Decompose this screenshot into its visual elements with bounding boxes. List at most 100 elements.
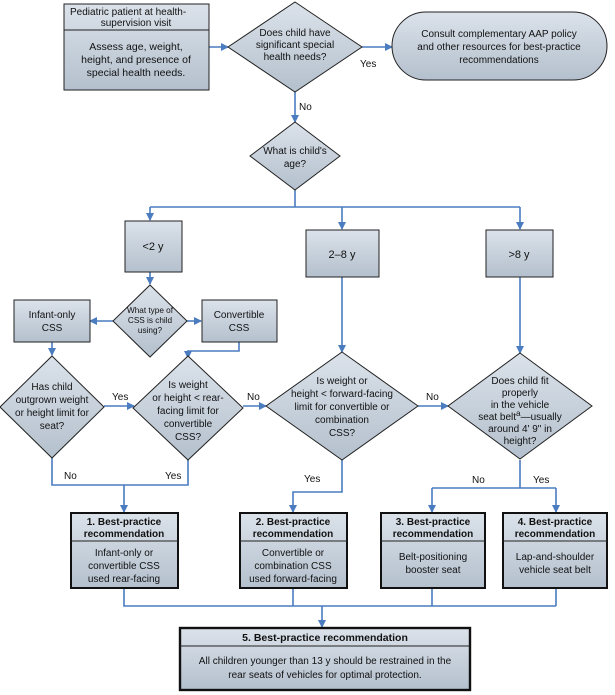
rear-limit-line-5: CSS?	[175, 432, 202, 443]
edge-outgrown-no	[51, 458, 124, 486]
css-type-line-2: CSS is child	[128, 316, 173, 325]
edge-forward-yes	[289, 460, 343, 513]
rec-5-box: 5. Best-practice recommendation All chil…	[178, 626, 472, 692]
rec-2-box: 2. Best-practice recommendation Converti…	[239, 512, 348, 589]
age-2-8-label: 2–8 y	[329, 249, 356, 261]
start-header-line-1: Pediatric patient at health-	[70, 7, 186, 18]
rec-2-body-3: used forward-facing	[249, 574, 337, 585]
infant-only-box: Infant-only CSS	[13, 299, 91, 343]
edge-rear-yes	[120, 460, 189, 513]
edge-fit-split	[432, 460, 556, 489]
edge-labels: Yes No Yes No No Yes No Yes No Yes	[64, 59, 549, 486]
convertible-line-1: Convertible	[214, 310, 265, 321]
rec-4-box: 4. Best-practice recommendation Lap-and-…	[502, 512, 608, 589]
rec-3-body-2: booster seat	[405, 565, 460, 576]
fit-line-2: properly	[502, 388, 538, 399]
rear-limit-decision: Is weight or height < rear- facing limit…	[132, 355, 244, 461]
label-fit-yes: Yes	[533, 475, 549, 486]
special-needs-line-2: significant special	[256, 40, 334, 51]
rec-1-title-2: recommendation	[84, 529, 165, 540]
rear-limit-line-4: convertible	[164, 419, 213, 430]
connectors	[48, 43, 560, 628]
rec-2-title-1: 2. Best-practice	[256, 517, 331, 528]
consult-line-1: Consult complementary AAP policy	[421, 29, 576, 40]
rec-3-box: 3. Best-practice recommendation Belt-pos…	[380, 512, 486, 589]
outgrown-decision: Has child outgrown weight or height limi…	[0, 355, 105, 459]
rec-1-box: 1. Best-practice recommendation Infant-o…	[70, 512, 179, 589]
convertible-box: Convertible CSS	[201, 299, 278, 343]
fit-line-1: Does child fit	[491, 376, 548, 387]
infant-only-line-2: CSS	[42, 323, 63, 334]
rec-4-title-2: recommendation	[515, 529, 596, 540]
rec-5-title: 5. Best-practice recommendation	[242, 632, 408, 644]
rec-5-body-1: All children younger than 13 y should be…	[199, 656, 452, 667]
rec-4-body-1: Lap-and-shoulder	[516, 552, 595, 563]
label-outgrown-yes: Yes	[112, 392, 128, 403]
seatbelt-fit-decision: Does child fit properly in the vehicle s…	[447, 352, 593, 460]
label-forward-no: No	[426, 392, 439, 403]
rec-4-body-2: vehicle seat belt	[519, 565, 591, 576]
age-lt2-box: <2 y	[124, 220, 183, 273]
rec-3-title-2: recommendation	[393, 529, 474, 540]
age-gt8-box: >8 y	[485, 229, 554, 278]
rec-1-body-3: used rear-facing	[88, 574, 160, 585]
rec-1-body-2: convertible CSS	[88, 561, 160, 572]
forward-limit-line-4: combination	[315, 415, 369, 426]
rec-4-title-1: 4. Best-practice	[518, 517, 593, 528]
label-special-yes: Yes	[360, 59, 376, 70]
edge-convertible-to-rear	[184, 342, 240, 359]
rear-limit-line-3: facing limit for	[157, 406, 219, 417]
rec-3-body-1: Belt-positioning	[399, 552, 467, 563]
fit-line-6: around 4' 9" in	[488, 424, 552, 435]
age-2-8-box: 2–8 y	[305, 229, 380, 278]
start-body-line-1: Assess age, weight,	[89, 41, 182, 53]
start-header-line-2: supervision visit	[101, 18, 172, 29]
rec-3-title-1: 3. Best-practice	[396, 517, 471, 528]
rec-1-body-1: Infant-only or	[95, 548, 154, 559]
forward-limit-line-3: limit for convertible or	[294, 402, 390, 413]
outgrown-line-4: seat?	[40, 421, 65, 432]
fit-line-7: height?	[504, 436, 537, 447]
css-type-line-1: What type of	[127, 306, 174, 315]
rec-2-body-2: combination CSS	[254, 561, 332, 572]
fit-line-4: seat belta—usually	[478, 409, 562, 423]
age-q-line-1: What is child's	[263, 146, 327, 157]
rec-5-body-2: rear seats of vehicles for optimal prote…	[228, 670, 421, 681]
rec-1-title-1: 1. Best-practice	[87, 517, 162, 528]
start-box: Pediatric patient at health- supervision…	[63, 3, 210, 91]
label-outgrown-no: No	[64, 471, 77, 482]
rec-2-title-2: recommendation	[253, 529, 334, 540]
edge-age-split	[150, 190, 520, 208]
rear-limit-line-2: or height < rear-	[152, 393, 223, 404]
css-type-line-3: using?	[138, 326, 163, 335]
label-special-no: No	[299, 102, 312, 113]
outgrown-line-3: or height limit for	[15, 408, 90, 419]
css-type-decision: What type of CSS is child using?	[112, 284, 188, 358]
forward-limit-line-5: CSS?	[329, 428, 356, 439]
forward-limit-line-1: Is weight or	[316, 376, 368, 387]
convertible-line-2: CSS	[229, 323, 250, 334]
forward-limit-line-2: height < forward-facing	[291, 389, 393, 400]
fit-line-3: in the vehicle	[491, 400, 550, 411]
rear-limit-line-1: Is weight	[168, 380, 208, 391]
forward-limit-decision: Is weight or height < forward-facing lim…	[265, 351, 419, 461]
special-needs-decision: Does child have significant special heal…	[227, 1, 363, 93]
consult-line-3: recommendations	[459, 55, 538, 66]
consult-line-2: and other resources for best-practice	[417, 42, 581, 53]
outgrown-line-1: Has child	[31, 382, 72, 393]
age-decision: What is child's age?	[249, 121, 341, 191]
outgrown-line-2: outgrown weight	[16, 395, 89, 406]
age-q-line-2: age?	[284, 159, 307, 170]
start-body-line-3: special health needs.	[87, 67, 186, 79]
age-gt8-label: >8 y	[508, 249, 530, 261]
infant-only-line-1: Infant-only	[29, 310, 76, 321]
special-needs-line-1: Does child have	[259, 28, 331, 39]
label-rear-no: No	[247, 392, 260, 403]
label-rear-yes: Yes	[165, 471, 181, 482]
label-fit-no: No	[472, 475, 485, 486]
age-lt2-label: <2 y	[142, 241, 164, 253]
label-forward-yes: Yes	[304, 474, 320, 485]
special-needs-line-3: health needs?	[264, 52, 327, 63]
start-body-line-2: height, and presence of	[81, 54, 191, 66]
